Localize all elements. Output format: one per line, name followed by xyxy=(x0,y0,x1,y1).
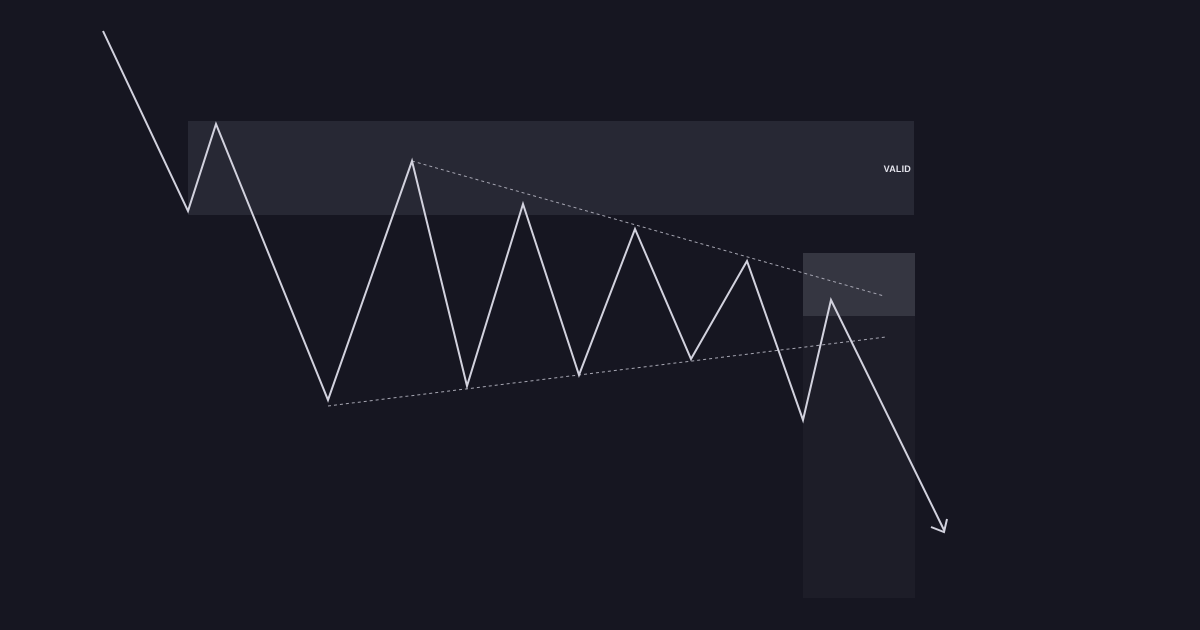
upper-zone-label: VALID xyxy=(884,164,912,174)
upper-zone xyxy=(188,121,914,215)
upper-trendline xyxy=(411,160,885,297)
entry-zone xyxy=(803,253,915,316)
target-zone xyxy=(803,316,915,598)
arrow-down-right-icon xyxy=(930,518,948,534)
price-path xyxy=(102,30,945,531)
lower-trendline xyxy=(327,336,887,407)
